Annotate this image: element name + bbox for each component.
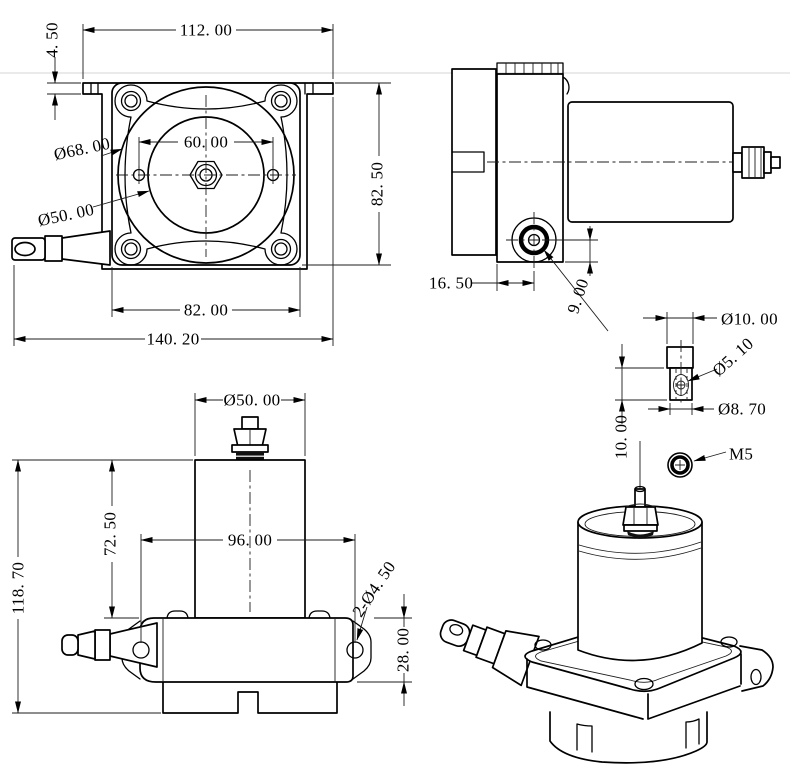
cable-gland-top [231, 416, 269, 460]
cable-gland-side [732, 146, 781, 179]
iso-cylinder [577, 521, 703, 662]
casting-contour [114, 84, 298, 266]
iso-bolt-hole-3 [634, 677, 654, 691]
dim-wire-offset-v: 9. 00 [563, 276, 592, 316]
dim-bracket-width: 112. 00 [180, 21, 232, 40]
wire-arm-block [44, 235, 63, 262]
bracket-slot-ticks [90, 82, 314, 95]
wire-arm-block-2 [94, 629, 111, 661]
clevis-hole [14, 241, 36, 257]
dim-bracket-thickness: 4. 50 [43, 22, 62, 58]
base-housing [139, 617, 354, 683]
dim-mount-hole-spacing: 96. 00 [228, 531, 272, 550]
iso-cylinder-seam [578, 541, 702, 560]
dim-tip-length: 10. 00 [612, 415, 631, 459]
corner-screw-holes [120, 90, 292, 260]
iso-ear-hole [750, 668, 762, 686]
front-view: 112. 00 4. 50 Ø68. 00 60. 00 Ø50. 00 82.… [11, 21, 391, 349]
dim-hub-hole-spacing: 60. 00 [184, 133, 228, 152]
mount-ear-right [352, 620, 372, 680]
dim-base-height: 28. 00 [394, 628, 413, 672]
dim-tip-shaft-dia: Ø8. 70 [718, 400, 766, 419]
detail-dimensions: Ø10. 00 Ø5. 10 Ø8. 70 10. 00 [612, 310, 778, 460]
base-skirt [162, 681, 338, 714]
thimble-head [666, 346, 694, 369]
m5-screw: M5 [667, 445, 753, 478]
iso-mount-ear [739, 645, 774, 692]
centerlines [116, 95, 296, 257]
wire-arm-taper-2 [109, 622, 158, 668]
dim-body-height: 82. 50 [368, 162, 387, 206]
iso-wire-clevis [439, 619, 540, 687]
housing-side [496, 73, 564, 263]
dim-tip-outer-dia: Ø10. 00 [721, 310, 778, 329]
dim-mount-hole-dia: 2-Ø4. 50 [349, 558, 400, 621]
wire-arm-taper [61, 230, 111, 266]
dim-body-width: 82. 00 [184, 301, 228, 320]
iso-cable-gland [622, 441, 659, 538]
thimble-detail-view: Ø10. 00 Ø5. 10 Ø8. 70 10. 00 M5 [612, 310, 778, 478]
iso-base-skirt [549, 711, 708, 764]
side-view: 16. 50 9. 00 [429, 62, 781, 332]
wire-clevis [11, 237, 46, 261]
dim-overall-height: 118. 70 [9, 562, 28, 614]
iso-flange-edges [526, 653, 742, 720]
bracket-tab-notch [451, 151, 485, 173]
dim-thread-spec: M5 [729, 445, 753, 464]
sensor-body-outline [111, 82, 301, 266]
iso-bolt-hole-1 [534, 639, 552, 651]
dim-cylinder-dia: Ø50. 00 [224, 391, 281, 410]
wire-clevis-2 [61, 634, 79, 656]
dim-tip-bore-dia: Ø5. 10 [709, 334, 757, 380]
flange-corner-bumps [166, 610, 331, 619]
wire-arm-neck [77, 630, 96, 660]
iso-bolt-hole-2 [720, 636, 738, 648]
dim-wire-offset-h: 16. 50 [429, 274, 473, 293]
dim-overall-width: 140. 20 [146, 330, 199, 349]
dim-drum-dia: Ø50. 00 [36, 200, 96, 230]
thimble-bore-hidden [675, 369, 688, 399]
bracket-top-edge [496, 62, 564, 75]
housing-corner-radius [562, 76, 570, 95]
dim-cylinder-height: 72. 50 [101, 512, 120, 556]
isometric-view [439, 441, 774, 764]
bottom-view: Ø50. 00 72. 50 118. 70 96. 00 2-Ø4. 50 2… [9, 391, 413, 714]
